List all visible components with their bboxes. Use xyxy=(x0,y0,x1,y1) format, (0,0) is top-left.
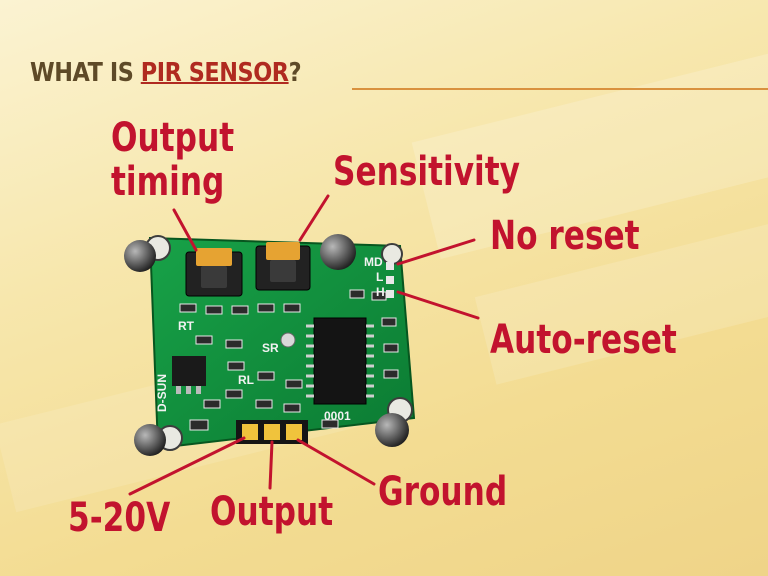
label-sensitivity: Sensitivity xyxy=(333,149,521,195)
label-auto-reset: Auto-reset xyxy=(490,317,677,363)
title-prefix: WHAT IS xyxy=(30,58,141,88)
pin-output xyxy=(264,424,280,440)
jumper-label-h: H xyxy=(376,285,385,299)
pin-ground xyxy=(286,424,302,440)
jumper-pad xyxy=(386,276,394,284)
capacitor xyxy=(320,234,356,270)
pointer-no-reset xyxy=(396,238,476,266)
pointer-vcc xyxy=(128,436,246,496)
label-no-reset: No reset xyxy=(490,213,640,259)
label-output: Output xyxy=(210,489,334,535)
pointer-auto-reset xyxy=(396,290,480,320)
jumper-label-l: L xyxy=(376,270,383,284)
voltage-regulator xyxy=(172,356,206,386)
label-output-timing: Output timing xyxy=(111,115,235,205)
mounting-hole xyxy=(381,243,403,265)
pointer-ground xyxy=(296,438,376,486)
potentiometer-time-knob xyxy=(196,248,232,266)
capacitor xyxy=(375,413,409,447)
silk-rl: RL xyxy=(238,373,254,387)
title-divider xyxy=(352,88,768,90)
silk-rt: RT xyxy=(178,319,195,333)
potentiometer-sensitivity-knob xyxy=(266,242,300,260)
sensor-pad xyxy=(280,332,296,348)
title-link-pir-sensor[interactable]: PIR SENSOR xyxy=(140,58,289,88)
pointer-output xyxy=(268,440,274,490)
jumper-pad xyxy=(386,262,394,270)
jumper-label-md: MD xyxy=(364,255,383,269)
capacitor xyxy=(134,424,166,456)
smd-components xyxy=(179,289,399,431)
ic-chip xyxy=(313,317,367,405)
jumper-pad xyxy=(386,290,394,298)
chip-code: 0001 xyxy=(324,409,351,423)
title-suffix: ? xyxy=(288,58,302,88)
pointer-output-timing xyxy=(172,208,198,252)
capacitor xyxy=(124,240,156,272)
pointer-sensitivity xyxy=(298,194,330,242)
label-ground: Ground xyxy=(378,469,508,515)
label-vcc: 5-20V xyxy=(68,495,171,541)
pin-vcc xyxy=(242,424,258,440)
brand-text: D-SUN xyxy=(155,374,169,412)
silk-sr: SR xyxy=(262,341,279,355)
slide-title: WHAT IS PIR SENSOR? xyxy=(30,58,302,88)
